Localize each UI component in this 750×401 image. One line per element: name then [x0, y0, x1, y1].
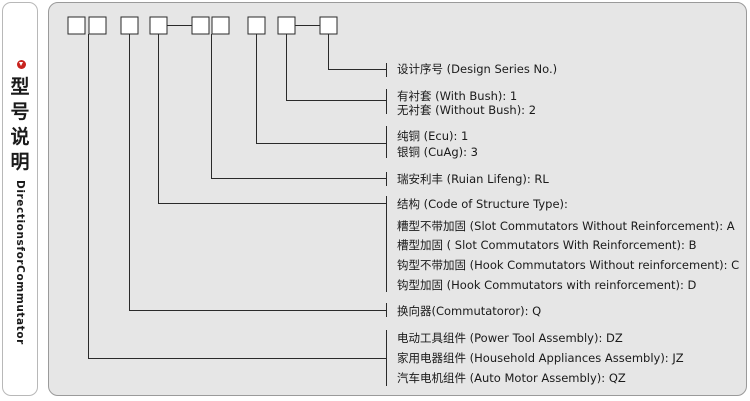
- sidebar-title-char: 明: [10, 151, 30, 173]
- sidebar-title-char: 号: [10, 101, 30, 123]
- label-household: 家用电器组件 (Household Appliances Assembly): …: [397, 351, 684, 365]
- label-power-tool: 电动工具组件 (Power Tool Assembly): DZ: [397, 331, 623, 345]
- code-box-7: [247, 16, 266, 35]
- label-structure-title: 结构 (Code of Structure Type):: [397, 197, 568, 211]
- label-design-series: 设计序号 (Design Series No.): [397, 62, 558, 76]
- code-box-5: [191, 16, 210, 35]
- code-box-4: [149, 16, 168, 35]
- code-box-2: [88, 16, 107, 35]
- code-box-8: [277, 16, 296, 35]
- code-box-6: [211, 16, 230, 35]
- sidebar-title: 型 号 说 明: [3, 75, 37, 175]
- leader-structure: [158, 34, 386, 204]
- label-structure-d: 钩型加固 (Hook Commutators with reinforcemen…: [397, 278, 697, 292]
- label-ecu: 纯铜 (Ecu): 1: [397, 129, 469, 143]
- leader-ruian: [211, 34, 386, 179]
- leader-design-series: [328, 34, 386, 70]
- chevron-down-icon: [17, 60, 26, 69]
- code-box-1: [67, 16, 86, 35]
- label-with-bush: 有衬套 (With Bush): 1: [397, 89, 518, 103]
- code-box-3: [120, 16, 139, 35]
- label-structure-b: 槽型加固 ( Slot Commutators With Reinforceme…: [397, 238, 697, 252]
- leader-bush: [286, 34, 386, 101]
- label-structure-c: 钩型不带加固 (Hook Commutators Without reinfor…: [397, 258, 740, 272]
- leader-assembly: [88, 34, 386, 359]
- label-structure-a: 糟型不带加固 (Slot Commutators Without Reinfor…: [397, 219, 735, 233]
- label-ruian: 瑞安利丰 (Ruian Lifeng): RL: [397, 172, 549, 186]
- leader-commutator: [129, 34, 386, 311]
- code-box-9: [319, 16, 338, 35]
- label-commutator: 换向器(Commutatoror): Q: [397, 304, 542, 318]
- sidebar-title-char: 说: [10, 126, 30, 148]
- sidebar: 型 号 说 明 DirectionsforCommutator: [2, 2, 38, 396]
- diagram-panel: [48, 2, 747, 396]
- label-cuag: 银铜 (CuAg): 3: [397, 145, 478, 159]
- label-without-bush: 无衬套 (Without Bush): 2: [397, 103, 537, 117]
- label-auto-motor: 汽车电机组件 (Auto Motor Assembly): QZ: [397, 371, 626, 385]
- sidebar-subtitle: DirectionsforCommutator: [14, 180, 26, 345]
- leader-material: [256, 34, 386, 144]
- sidebar-title-char: 型: [10, 76, 30, 98]
